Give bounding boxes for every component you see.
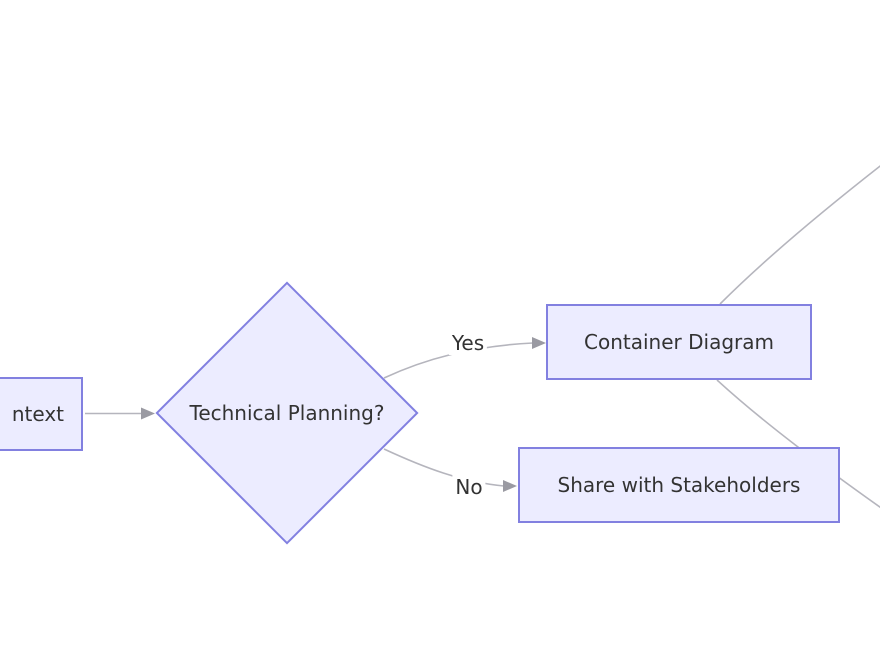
arrowhead-icon	[503, 480, 517, 492]
arrowhead-icon	[532, 337, 546, 349]
node-share-stakeholders-label: Share with Stakeholders	[557, 473, 801, 497]
edge-label-yes: Yes	[448, 331, 488, 355]
node-context: ntext	[0, 377, 83, 451]
node-decision-label: Technical Planning?	[189, 401, 385, 425]
node-share-stakeholders: Share with Stakeholders	[518, 447, 840, 523]
edge-label-no: No	[452, 475, 486, 499]
node-container-diagram: Container Diagram	[546, 304, 812, 380]
edge-decision-to-share	[383, 448, 505, 487]
edge-container-to-offscreen-top	[719, 165, 880, 305]
node-container-diagram-label: Container Diagram	[584, 330, 774, 354]
edge-container-to-offscreen-bottom	[716, 379, 880, 509]
node-context-label: ntext	[11, 402, 64, 426]
arrowhead-icon	[141, 407, 155, 420]
